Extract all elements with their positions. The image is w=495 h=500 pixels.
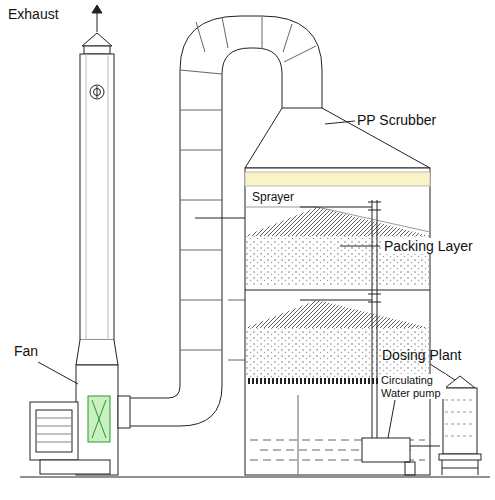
part-label: Packing Layer <box>383 238 474 254</box>
part-label: Dosing Plant <box>382 347 461 363</box>
part-label: PP Scrubber <box>357 112 436 128</box>
part-label: Sprayer <box>251 191 295 205</box>
part-label: Fan <box>14 343 38 359</box>
part-label: Circulating Water pump <box>380 374 446 399</box>
part-label: Exhaust <box>8 6 59 22</box>
